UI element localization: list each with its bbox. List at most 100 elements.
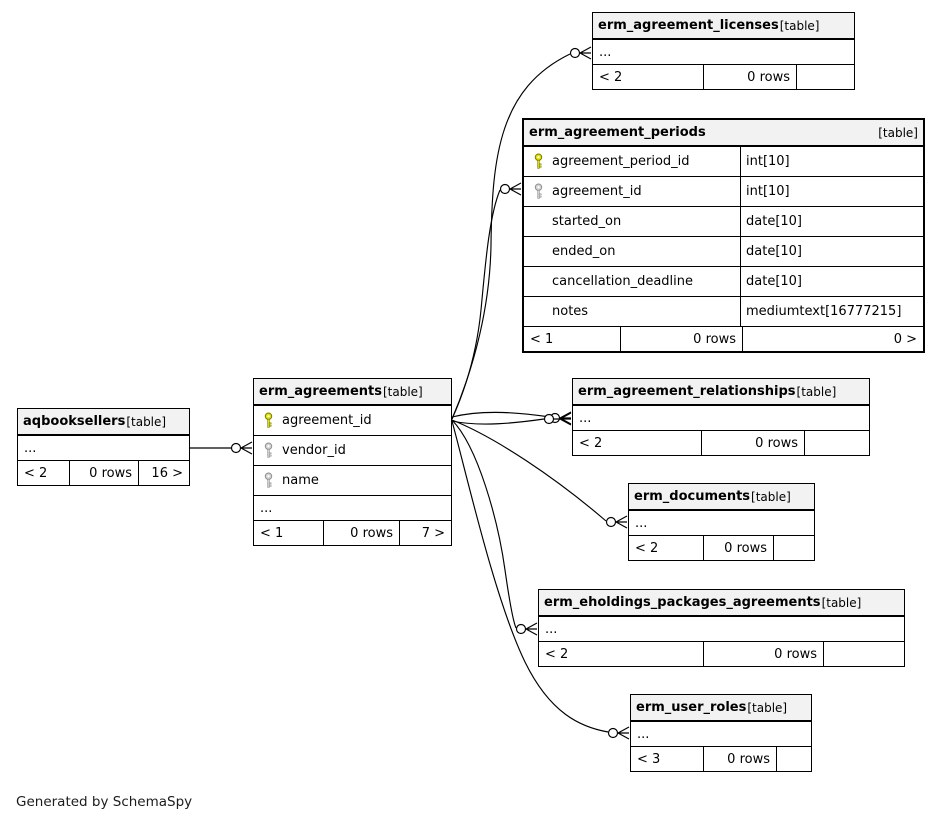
crow-foot-icon bbox=[617, 726, 630, 740]
column-name: cancellation_deadline bbox=[552, 274, 694, 289]
table-title: erm_documents bbox=[634, 489, 751, 504]
table-title: erm_agreement_licenses bbox=[598, 18, 779, 33]
relationship-edge bbox=[451, 412, 572, 426]
column-type: mediumtext[16777215] bbox=[740, 297, 923, 326]
children-count bbox=[796, 65, 854, 89]
column-type: int[10] bbox=[740, 177, 923, 206]
column-row-vendor_id: vendor_id bbox=[254, 435, 451, 465]
table-header[interactable]: erm_agreements[table] bbox=[254, 379, 451, 405]
parents-count: < 2 bbox=[599, 69, 623, 85]
ellipsis-row: ... bbox=[254, 495, 451, 520]
children-count: 16 > bbox=[138, 461, 189, 485]
column-name: vendor_id bbox=[282, 443, 346, 458]
foreign-key-icon bbox=[254, 442, 282, 459]
ellipsis-row: ... bbox=[629, 510, 814, 535]
relationship-edge bbox=[451, 182, 522, 420]
children-count bbox=[773, 536, 814, 560]
edge-curve bbox=[451, 420, 609, 733]
rows-count: 0 rows bbox=[703, 536, 773, 560]
foreign-key-icon bbox=[254, 472, 282, 489]
relationship-edge bbox=[451, 419, 628, 529]
zero-cardinality-circle-icon bbox=[605, 516, 617, 528]
rows-count: 0 rows bbox=[703, 642, 823, 666]
table-tag: [table] bbox=[747, 700, 788, 715]
ellipsis-row: ... bbox=[593, 39, 854, 64]
table-tag: [table] bbox=[126, 414, 167, 429]
ellipsis-row: ... bbox=[573, 405, 869, 430]
table-tag: [table] bbox=[878, 125, 918, 140]
relationship-edge bbox=[451, 419, 538, 636]
ellipsis-row: ... bbox=[631, 721, 811, 746]
relationship-edge bbox=[190, 441, 253, 455]
primary-key-icon bbox=[254, 412, 282, 429]
table-header[interactable]: erm_agreement_relationships[table] bbox=[573, 379, 869, 405]
ellipsis-row: ... bbox=[539, 616, 904, 641]
table-tag: [table] bbox=[821, 595, 862, 610]
children-count bbox=[823, 642, 904, 666]
table-node-erm_agreements[interactable]: erm_agreements[table] agreement_id vendor_… bbox=[253, 378, 452, 546]
table-header[interactable]: erm_user_roles[table] bbox=[631, 695, 811, 721]
children-count bbox=[776, 747, 811, 771]
edge-curve bbox=[451, 411, 551, 418]
rows-count: 0 rows bbox=[323, 521, 399, 545]
parents-count: < 2 bbox=[24, 465, 48, 481]
column-name: notes bbox=[552, 304, 589, 319]
table-tag: [table] bbox=[382, 384, 423, 399]
table-header[interactable]: aqbooksellers[table] bbox=[18, 409, 189, 435]
parents-count: < 2 bbox=[635, 540, 659, 556]
column-type: date[10] bbox=[740, 267, 923, 296]
foreign-key-icon bbox=[524, 183, 552, 200]
table-title: erm_agreement_relationships bbox=[578, 384, 796, 399]
primary-key-icon bbox=[524, 153, 552, 170]
column-row-notes: notes mediumtext[16777215] bbox=[524, 296, 923, 326]
table-title: aqbooksellers bbox=[23, 414, 126, 429]
column-name: agreement_id bbox=[552, 184, 642, 199]
column-name: name bbox=[282, 473, 319, 488]
table-node-erm_eholdings_packages_agreements[interactable]: erm_eholdings_packages_agreements[table]… bbox=[538, 589, 905, 667]
table-header[interactable]: erm_agreement_licenses[table] bbox=[593, 13, 854, 39]
crow-foot-icon bbox=[553, 412, 572, 426]
column-type: date[10] bbox=[740, 237, 923, 266]
zero-cardinality-circle-icon bbox=[607, 727, 619, 739]
crow-foot-icon bbox=[240, 441, 253, 455]
table-tag: [table] bbox=[796, 384, 837, 399]
rows-count: 0 rows bbox=[701, 431, 804, 455]
table-title: erm_user_roles bbox=[636, 700, 747, 715]
ellipsis-row: ... bbox=[18, 435, 189, 460]
zero-cardinality-circle-icon bbox=[569, 47, 581, 59]
edge-curve bbox=[451, 418, 545, 425]
table-header[interactable]: erm_eholdings_packages_agreements[table] bbox=[539, 590, 904, 616]
column-row-agreement_id: agreement_id bbox=[254, 405, 451, 435]
table-node-erm_documents[interactable]: erm_documents[table]... < 2 0 rows bbox=[628, 483, 815, 561]
children-count: 7 > bbox=[399, 521, 451, 545]
table-footer: < 2 0 rows bbox=[539, 641, 904, 666]
table-header[interactable]: erm_documents[table] bbox=[629, 484, 814, 510]
table-tag: [table] bbox=[751, 489, 791, 504]
edge-curve bbox=[451, 189, 501, 420]
relationship-edge bbox=[451, 420, 630, 740]
children-count: 0 > bbox=[742, 327, 923, 351]
column-type: int[10] bbox=[740, 147, 923, 176]
table-node-erm_agreement_periods[interactable]: erm_agreement_periods[table]agreement_pe… bbox=[522, 118, 925, 353]
column-name: started_on bbox=[552, 214, 622, 229]
children-count bbox=[804, 431, 869, 455]
table-header[interactable]: erm_agreement_periods[table] bbox=[524, 120, 923, 146]
column-name: agreement_id bbox=[282, 413, 372, 428]
crow-foot-icon bbox=[579, 46, 592, 60]
parents-count: < 2 bbox=[545, 646, 569, 662]
crow-foot-icon bbox=[509, 182, 522, 196]
table-title: erm_agreements bbox=[259, 384, 382, 399]
table-node-erm_agreement_relationships[interactable]: erm_agreement_relationships[table]...< 2… bbox=[572, 378, 870, 456]
